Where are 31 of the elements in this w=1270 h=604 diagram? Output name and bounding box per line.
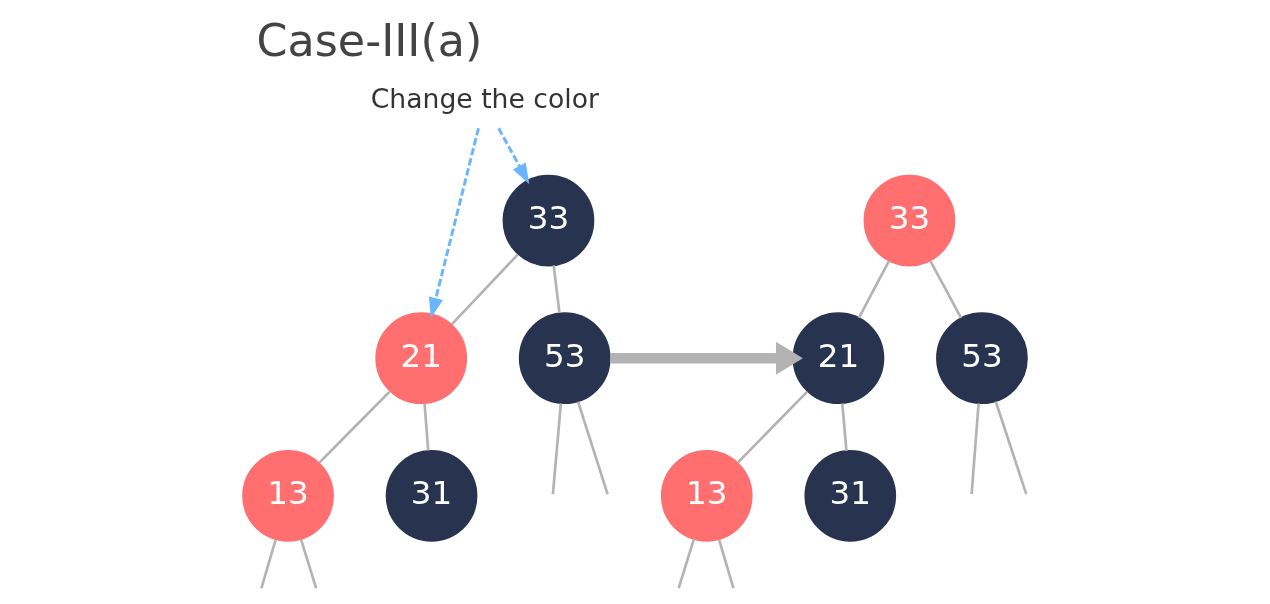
node-circle: 53 bbox=[936, 312, 1028, 405]
connector bbox=[552, 265, 561, 314]
connector bbox=[970, 403, 980, 495]
node-circle: 13 bbox=[242, 449, 334, 542]
arrow bbox=[497, 127, 530, 185]
node-circle: 13 bbox=[660, 449, 753, 542]
connector bbox=[260, 539, 277, 589]
node-circle: 21 bbox=[792, 312, 885, 405]
node-circle: 21 bbox=[375, 312, 468, 405]
connector bbox=[423, 403, 430, 451]
connector bbox=[551, 403, 563, 495]
connector bbox=[840, 403, 848, 451]
connector bbox=[717, 539, 735, 589]
node-circle: 31 bbox=[804, 449, 897, 542]
connector bbox=[576, 401, 609, 495]
node-circle: 33 bbox=[502, 174, 595, 267]
connector bbox=[994, 401, 1028, 495]
node-circle: 53 bbox=[518, 312, 611, 405]
arrow bbox=[610, 341, 803, 375]
connector bbox=[929, 260, 963, 319]
node-text: Change the color bbox=[370, 83, 599, 115]
connector bbox=[677, 538, 696, 589]
connector bbox=[736, 390, 809, 464]
arrow bbox=[428, 127, 480, 319]
connector bbox=[299, 538, 318, 589]
connector bbox=[450, 253, 519, 326]
connector bbox=[857, 260, 891, 319]
node-circle: 31 bbox=[385, 449, 478, 542]
node-circle: 33 bbox=[863, 174, 956, 267]
diagram-title: Case-III(a) bbox=[256, 14, 483, 66]
connector bbox=[318, 390, 391, 464]
